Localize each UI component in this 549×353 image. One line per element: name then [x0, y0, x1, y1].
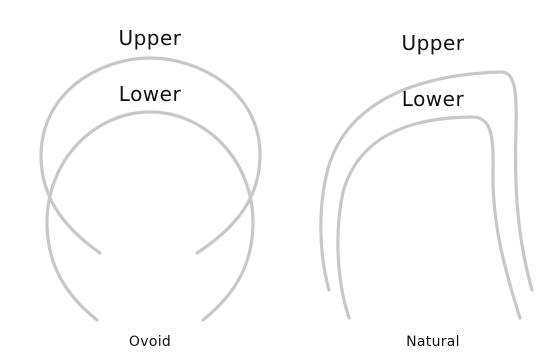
ovoid-shape-label: Ovoid: [129, 334, 171, 350]
natural-panel: Upper Lower Natural: [321, 31, 532, 350]
natural-shape-label: Natural: [406, 334, 460, 350]
ovoid-lower-arch: [47, 112, 253, 320]
natural-lower-label: Lower: [402, 87, 465, 111]
ovoid-lower-label: Lower: [119, 82, 182, 106]
ovoid-upper-label: Upper: [118, 26, 181, 50]
ovoid-panel: Upper Lower Ovoid: [41, 26, 260, 350]
natural-upper-label: Upper: [401, 31, 464, 55]
natural-lower-arch: [338, 117, 520, 318]
